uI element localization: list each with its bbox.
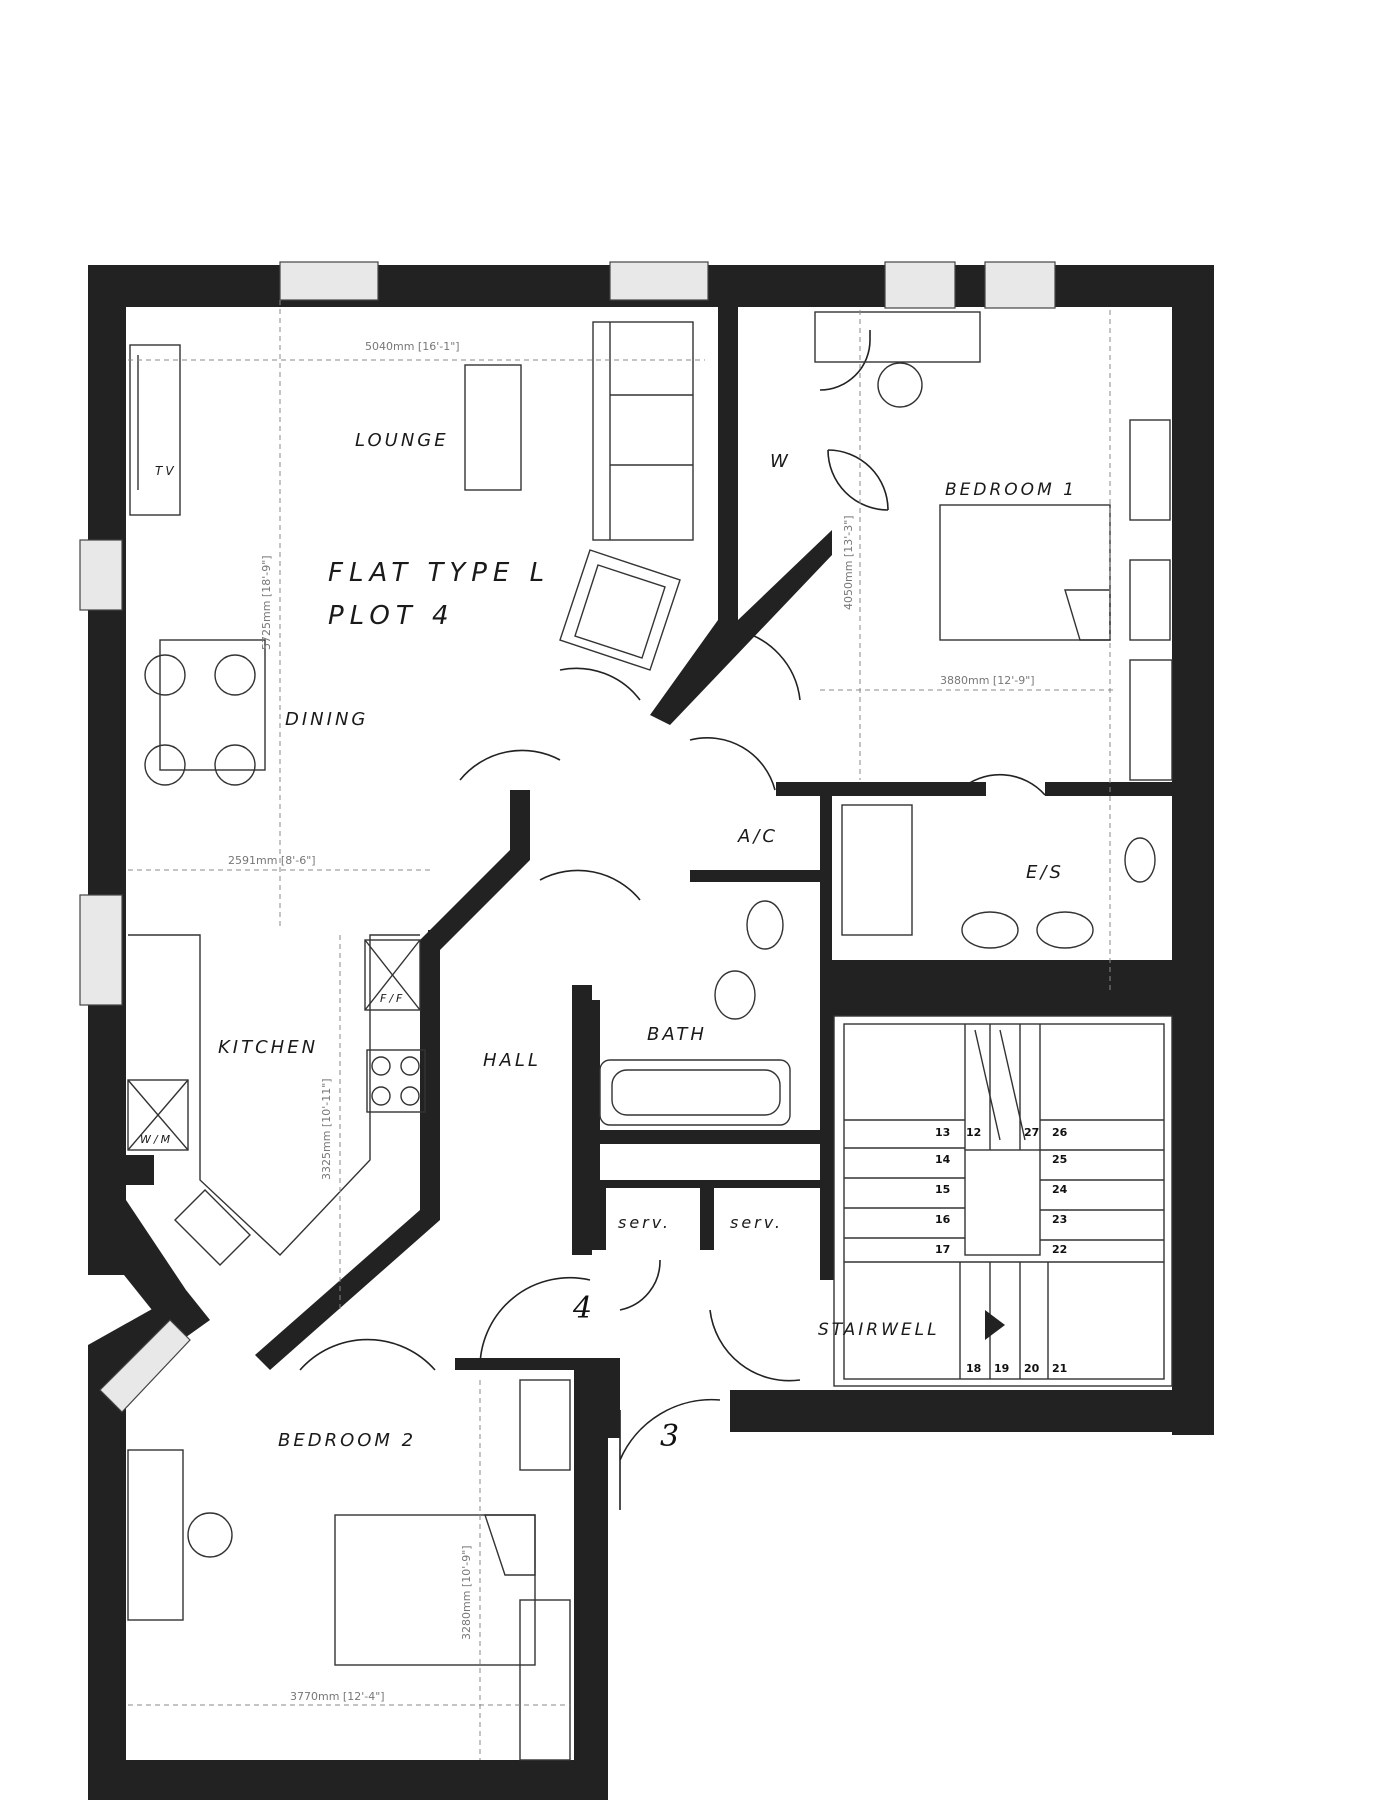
sink (174, 1189, 251, 1266)
armchair (559, 549, 681, 671)
step-number: 22 (1052, 1243, 1067, 1256)
step-number: 25 (1052, 1153, 1067, 1166)
ff-label: F/F (380, 992, 405, 1005)
dining-table (159, 639, 266, 771)
kitchen-depth-dim: 3325mm [10'-11"] (320, 1078, 333, 1180)
ac-label: A/C (737, 826, 778, 847)
serv2-label: serv. (730, 1213, 783, 1232)
stair-numbers: 13 14 15 16 17 26 25 24 23 22 12 27 18 1… (935, 1126, 1068, 1375)
step-number: 20 (1024, 1362, 1040, 1375)
bed-1 (939, 504, 1111, 641)
wm-label: W/M (140, 1133, 173, 1146)
hob (366, 1049, 426, 1113)
lounge-depth-dim: 5725mm [18'-9"] (260, 555, 273, 650)
dining-label: DINING (285, 709, 368, 730)
dining-width-dim: 2591mm [8'-6"] (228, 854, 316, 867)
stair-landing (964, 1149, 1041, 1256)
washing-machine (127, 1079, 189, 1151)
lounge-width-dim: 5040mm [16'-1"] (365, 340, 460, 353)
bathtub (599, 1059, 791, 1126)
furniture (127, 311, 1173, 1761)
coffee-table (464, 364, 522, 491)
kitchen-label: KITCHEN (218, 1037, 318, 1058)
dimension-lines (128, 300, 1115, 1760)
dimension-labels: 5040mm [16'-1"] 5725mm [18'-9"] 2591mm [… (228, 340, 1035, 1703)
bed-2 (334, 1514, 536, 1666)
step-number: 14 (935, 1153, 951, 1166)
step-number: 24 (1052, 1183, 1068, 1196)
step-number: 16 (935, 1213, 951, 1226)
bath-label: BATH (647, 1024, 707, 1045)
tv-unit (129, 344, 181, 516)
sofa (592, 321, 694, 541)
step-number: 19 (994, 1362, 1009, 1375)
bed2-depth-dim: 3280mm [10'-9"] (460, 1545, 473, 1640)
toilet (714, 970, 756, 1020)
stairwell-label: STAIRWELL (818, 1320, 940, 1340)
hall-label: HALL (483, 1050, 541, 1071)
step-number: 27 (1024, 1126, 1039, 1139)
shower (841, 804, 913, 936)
plot-3-number: 3 (660, 1419, 679, 1454)
bed1-depth-dim: 4050mm [13'-3"] (842, 515, 855, 610)
bedroom1-label: BEDROOM 1 (945, 480, 1077, 500)
stairwell (833, 1015, 1173, 1387)
step-number: 23 (1052, 1213, 1067, 1226)
fridge-freezer (364, 939, 421, 1011)
plan-title-line1: FLAT TYPE L (328, 558, 550, 588)
tv-label: TV (155, 464, 177, 478)
windows (79, 261, 1056, 1413)
serv1-label: serv. (618, 1213, 671, 1232)
bed1-width-dim: 3880mm [12'-9"] (940, 674, 1035, 687)
plot-4-number: 4 (572, 1291, 592, 1326)
bed2-width-dim: 3770mm [12'-4"] (290, 1690, 385, 1703)
step-number: 12 (966, 1126, 981, 1139)
step-number: 21 (1052, 1362, 1067, 1375)
bedroom2-label: BEDROOM 2 (278, 1430, 416, 1451)
lounge-label: LOUNGE (355, 430, 449, 451)
room-labels: FLAT TYPE L PLOT 4 LOUNGE DINING KITCHEN… (140, 430, 1077, 1454)
step-number: 17 (935, 1243, 950, 1256)
step-number: 18 (966, 1362, 981, 1375)
step-number: 26 (1052, 1126, 1068, 1139)
doors (299, 330, 1046, 1510)
plan-title-line2: PLOT 4 (328, 601, 455, 631)
internal-walls (126, 265, 1175, 1438)
ensuite-label: E/S (1026, 862, 1064, 883)
basin (746, 900, 784, 950)
step-number: 15 (935, 1183, 950, 1196)
outer-walls (88, 265, 1214, 1800)
step-number: 13 (935, 1126, 950, 1139)
wardrobe-label: W (770, 451, 791, 472)
